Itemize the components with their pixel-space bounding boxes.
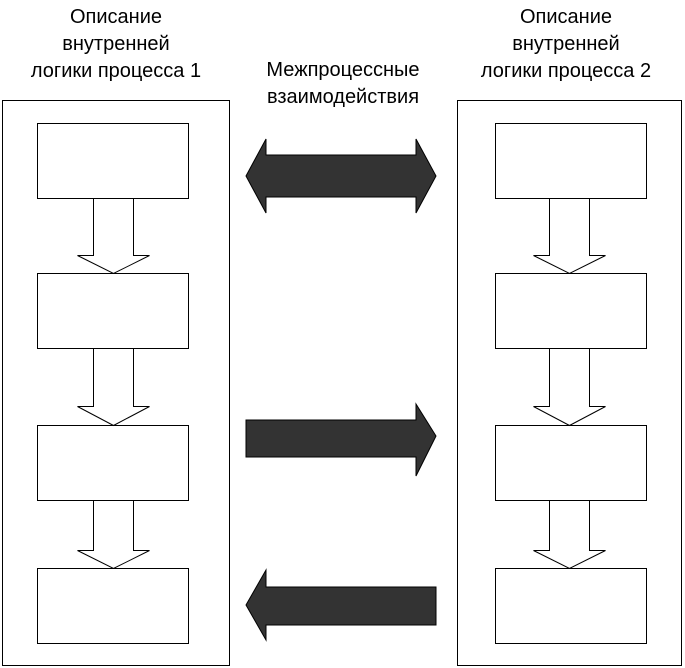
left-arrow <box>245 568 437 642</box>
process-1-arrow-down-2 <box>77 348 150 427</box>
process-2-title-line-2: внутренней <box>512 33 620 55</box>
process-2-title: Описание внутренней логики процесса 2 <box>450 4 682 85</box>
process-1-arrow-down-1 <box>77 198 150 275</box>
process-1-step-4 <box>37 568 189 644</box>
process-1-arrow-down-3 <box>77 500 150 570</box>
process-2-arrow-down-1 <box>533 198 606 275</box>
process-2-step-4 <box>495 568 647 644</box>
process-2-arrow-down-3 <box>533 500 606 570</box>
process-2-arrow-down-2 <box>533 348 606 427</box>
process-2-step-3 <box>495 425 647 501</box>
process-1-step-2 <box>37 273 189 349</box>
process-1-step-1 <box>37 123 189 199</box>
bidirectional-arrow <box>245 138 437 214</box>
process-2-step-2 <box>495 273 647 349</box>
process-2-title-line-1: Описание <box>519 6 613 28</box>
interaction-title-line-2: взаимодействия <box>266 86 420 108</box>
process-1-title-line-2: внутренней <box>62 33 170 55</box>
process-2-step-1 <box>495 123 647 199</box>
process-2-title-line-3: логики процесса 2 <box>480 60 652 82</box>
right-arrow <box>245 402 437 477</box>
process-1-title-line-1: Описание <box>69 6 163 28</box>
process-1-step-3 <box>37 425 189 501</box>
process-1-title-line-3: логики процесса 1 <box>30 60 202 82</box>
interaction-title: Межпроцессные взаимодействия <box>238 57 448 111</box>
process-1-title: Описание внутренней логики процесса 1 <box>0 4 232 85</box>
interaction-title-line-1: Межпроцессные <box>266 59 420 81</box>
